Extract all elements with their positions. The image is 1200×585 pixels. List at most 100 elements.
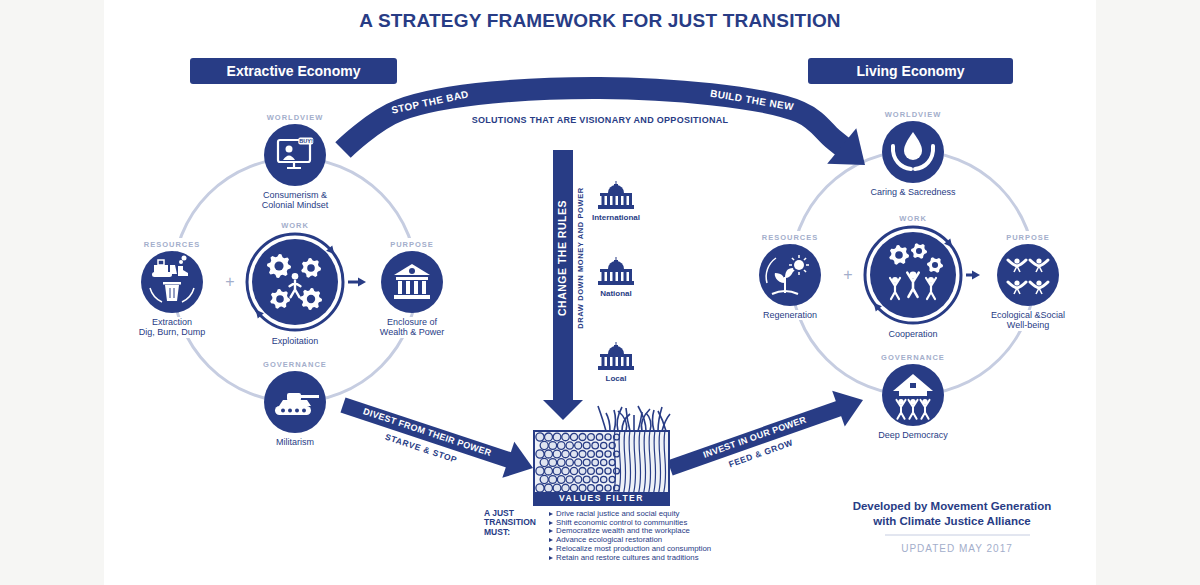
building-icon xyxy=(594,257,638,287)
node-heading: GOVERNANCE xyxy=(261,358,329,371)
icon-shape xyxy=(895,251,903,259)
icon-shape xyxy=(414,281,418,294)
filter-pebble xyxy=(596,468,602,474)
filter-pebble xyxy=(592,476,599,483)
node-heading: WORK xyxy=(897,212,929,225)
icon-shape xyxy=(275,406,311,415)
plus-sign: + xyxy=(225,273,234,291)
filter-root xyxy=(614,432,616,492)
icon-disc xyxy=(381,251,443,313)
cycle-icon xyxy=(141,251,203,313)
cycle-node: RESOURCESRegeneration xyxy=(744,231,836,320)
list-item: Advance ecological restoration xyxy=(548,536,662,545)
icon-shape xyxy=(897,400,906,419)
side-margin xyxy=(0,0,104,585)
icon-group xyxy=(882,364,944,426)
building-shape xyxy=(607,357,610,366)
building-shape xyxy=(602,196,605,205)
building-shape xyxy=(629,357,632,366)
icon-shape xyxy=(893,374,933,391)
node-label: Consumerism & Colonial Mindset xyxy=(251,190,339,211)
icon-shape xyxy=(281,409,285,413)
filter-pebble xyxy=(570,450,577,457)
filter-pebble xyxy=(583,459,590,466)
icon-disc xyxy=(264,124,326,186)
node-label: Cooperation xyxy=(886,329,939,339)
icon-shape xyxy=(927,257,943,272)
filter-pebble xyxy=(579,451,586,458)
icon-shape xyxy=(907,273,919,297)
icon-shape xyxy=(806,264,809,266)
arrow-shaft xyxy=(343,88,843,150)
icon-shape xyxy=(178,266,183,276)
icon-holder xyxy=(759,244,821,306)
government-level: National xyxy=(581,257,651,298)
icon-shape xyxy=(290,281,301,298)
icon-group xyxy=(759,244,821,306)
filter-pebble xyxy=(553,484,561,492)
arrow-head xyxy=(827,128,865,165)
icon-holder xyxy=(997,244,1059,306)
filter-pebble xyxy=(562,484,569,491)
icon-text: BUY! xyxy=(298,138,313,145)
filter-pebble xyxy=(562,433,569,440)
building-shape xyxy=(602,357,605,366)
icon-disc xyxy=(882,364,944,426)
node-heading: WORK xyxy=(279,219,311,232)
filter-pebble xyxy=(557,459,565,467)
icon-shape xyxy=(785,268,793,278)
filter-pebble xyxy=(553,450,561,458)
filter-pebble xyxy=(545,433,553,441)
filter-pebble xyxy=(583,442,590,449)
connector-arrow xyxy=(343,405,533,478)
icon-shape xyxy=(300,288,322,310)
building-shape xyxy=(600,269,632,272)
government-level: Local xyxy=(581,342,651,383)
building-shape xyxy=(598,366,634,370)
building-shape xyxy=(613,357,616,366)
filter-pebble xyxy=(605,485,611,491)
building-shape xyxy=(602,272,605,281)
icon-shape xyxy=(916,248,922,254)
icon-group xyxy=(865,227,961,323)
arrow-head xyxy=(358,278,366,287)
filter-pebble xyxy=(596,485,602,491)
building-shape xyxy=(600,354,632,357)
values-filter: VALUES FILTER xyxy=(533,430,670,506)
icon-shape xyxy=(300,395,319,398)
filter-pebble xyxy=(566,442,573,449)
icon-shape xyxy=(893,146,933,169)
icon-group xyxy=(997,244,1059,306)
icon-shape xyxy=(422,281,426,294)
building-shape xyxy=(613,196,616,205)
icon-shape xyxy=(179,260,183,264)
grass-blade xyxy=(614,410,616,431)
filter-root xyxy=(649,432,651,492)
icon-holder xyxy=(381,251,443,313)
building-shape xyxy=(608,346,624,354)
icon-shape xyxy=(307,295,315,303)
level-label: National xyxy=(598,289,634,298)
node-label: Exploitation xyxy=(270,336,321,346)
filter-pebble xyxy=(562,450,569,457)
grass-blade xyxy=(618,411,627,431)
icon-shape xyxy=(158,260,164,265)
icon-disc xyxy=(882,121,944,183)
icon-shape xyxy=(302,409,306,413)
icon-shape xyxy=(798,272,800,275)
node-heading: RESOURCES xyxy=(760,231,821,244)
icon-shape xyxy=(904,132,922,160)
icon-shape xyxy=(183,270,188,276)
filter-root xyxy=(624,432,626,492)
grass-blade xyxy=(606,413,610,431)
icon-shape xyxy=(910,383,916,388)
connector-arrow xyxy=(348,278,366,287)
icon-shape xyxy=(267,254,291,278)
icon-shape xyxy=(292,273,299,280)
filter-pebble xyxy=(575,442,582,449)
icon-group xyxy=(264,371,326,433)
icon-shape xyxy=(775,273,785,283)
icon-holder xyxy=(264,124,326,186)
filter-pebble xyxy=(588,485,595,492)
icon-shape xyxy=(182,256,187,261)
